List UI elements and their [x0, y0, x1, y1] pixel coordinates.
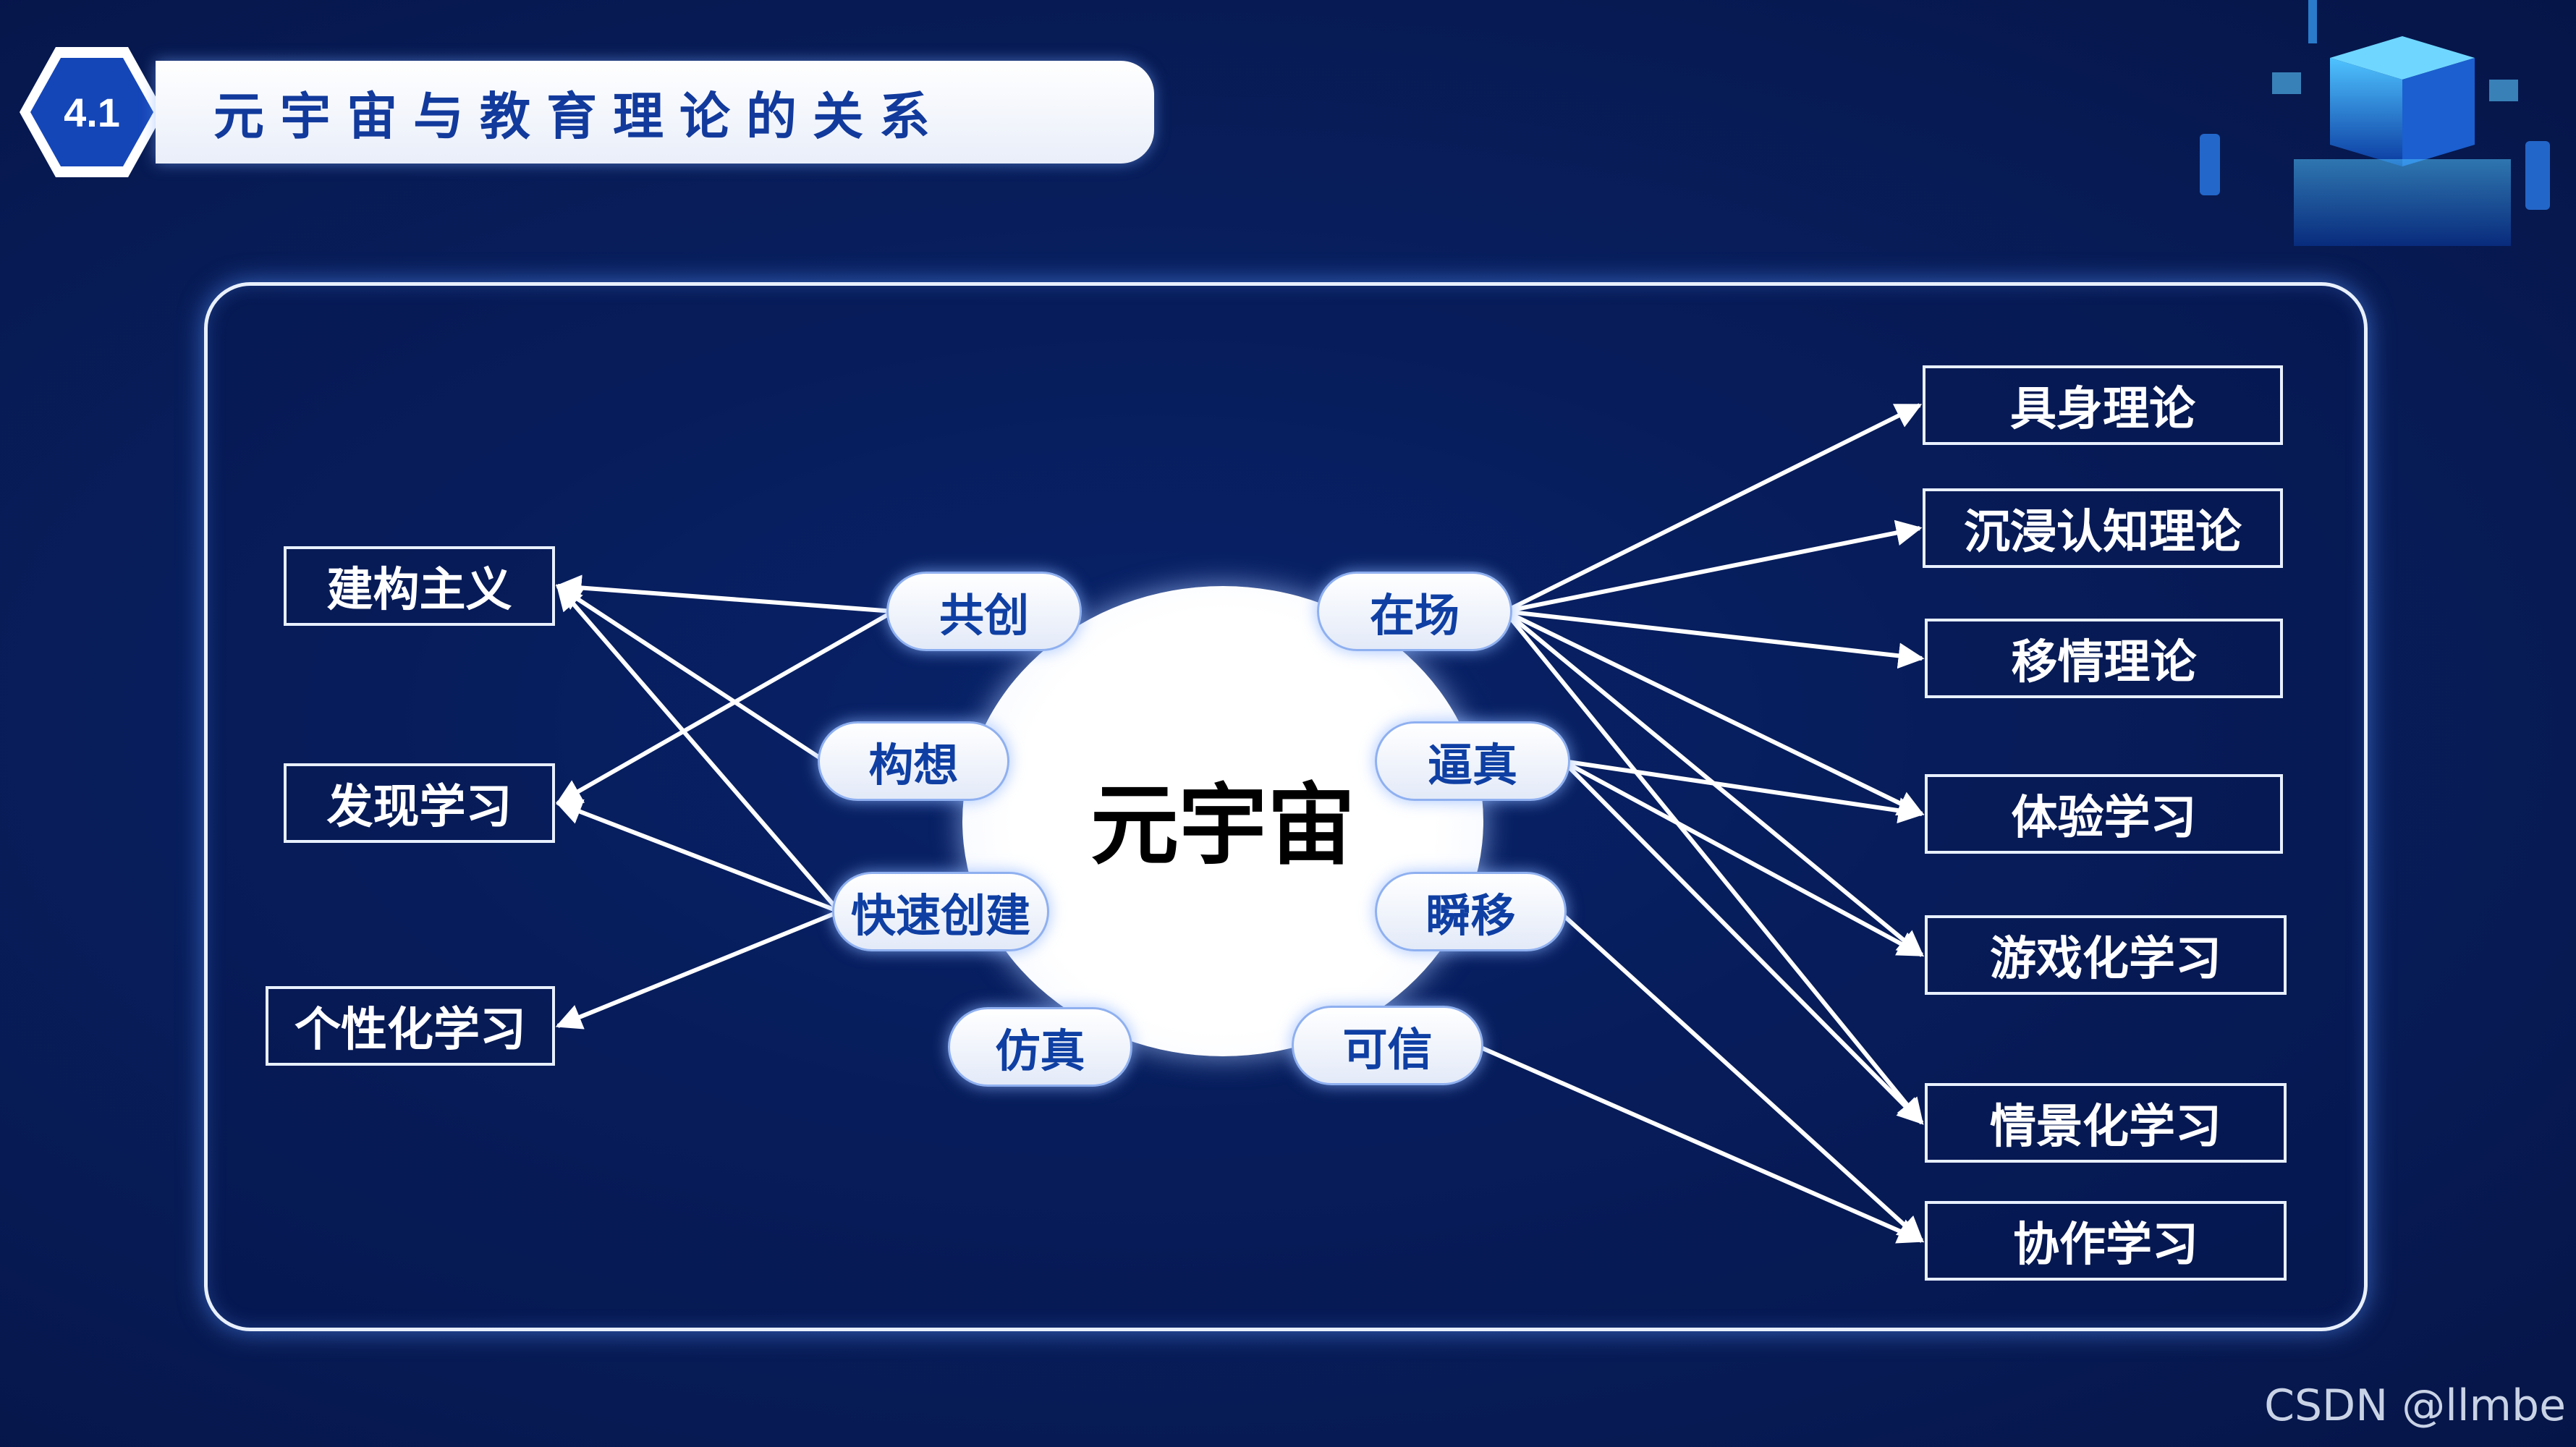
connector-presence-empathy	[1505, 611, 1922, 658]
theory-embodied: 具身理论	[1923, 365, 2283, 445]
node-conception: 构想	[818, 721, 1009, 801]
node-simulation: 仿真	[948, 1007, 1132, 1087]
watermark: CSDN @llmbe	[2264, 1380, 2566, 1431]
connector-rapid_build-personalized	[558, 912, 839, 1026]
node-teleport: 瞬移	[1375, 872, 1567, 951]
theory-gamified-learning: 游戏化学习	[1925, 915, 2287, 995]
node-presence: 在场	[1317, 572, 1512, 651]
theory-empathy: 移情理论	[1925, 619, 2283, 698]
theory-immersive-cognition: 沉浸认知理论	[1923, 488, 2283, 568]
connector-realism-situated	[1563, 761, 1922, 1123]
theory-situated-learning: 情景化学习	[1925, 1083, 2287, 1163]
theory-experiential-learning: 体验学习	[1925, 774, 2283, 854]
connector-teleport-collaborative	[1559, 912, 1922, 1241]
connector-presence-situated	[1505, 611, 1922, 1123]
theory-personalized-learning: 个性化学习	[266, 986, 555, 1066]
node-co-creation: 共创	[886, 572, 1082, 651]
connector-co_creation-constructivism	[558, 586, 894, 611]
connector-realism-gamified	[1563, 761, 1922, 955]
theory-discovery-learning: 发现学习	[284, 763, 555, 843]
connector-trust-collaborative	[1476, 1045, 1922, 1241]
connector-presence-immersive	[1505, 528, 1920, 611]
connector-presence-embodied	[1505, 405, 1920, 611]
theory-collaborative-learning: 协作学习	[1925, 1201, 2287, 1281]
connector-rapid_build-constructivism	[558, 586, 839, 912]
node-realism: 逼真	[1375, 721, 1570, 801]
connector-rapid_build-discovery	[558, 803, 839, 912]
node-trust: 可信	[1292, 1006, 1483, 1085]
node-rapid-build: 快速创建	[832, 872, 1049, 951]
theory-constructivism: 建构主义	[284, 546, 555, 626]
